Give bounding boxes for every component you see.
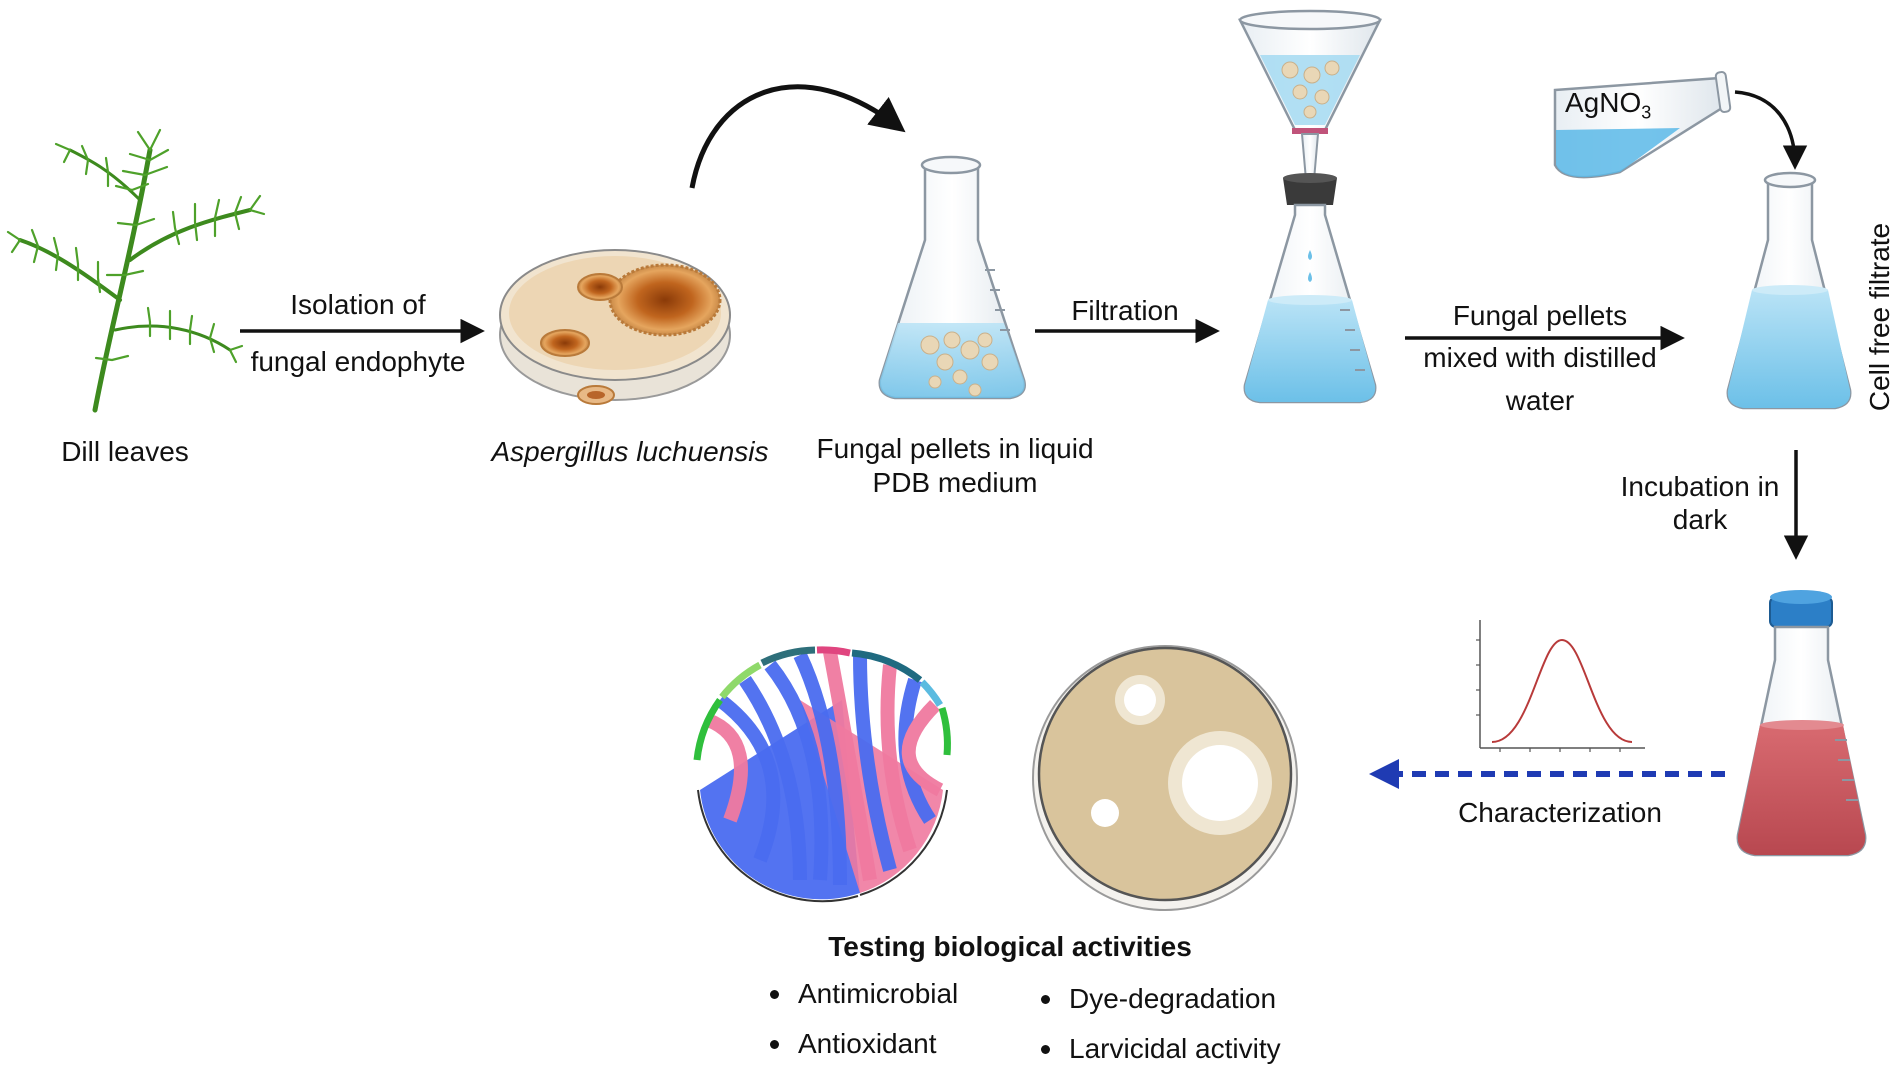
flask-pellets-icon <box>878 155 1026 400</box>
dill-leaves-icon <box>6 128 266 413</box>
incubation-label-line2: dark <box>1672 504 1728 535</box>
nanoparticle-flask-icon <box>1736 590 1867 857</box>
mixed-label-line2: mixed with distilled <box>1423 342 1657 373</box>
pour-arrow <box>1734 90 1808 170</box>
activity-item: Dye-degradation <box>1035 982 1281 1016</box>
species-label: Aspergillus luchuensis <box>491 436 769 467</box>
mixed-label-line1: Fungal pellets <box>1452 300 1628 331</box>
activity-item: Larvicidal activity <box>1035 1032 1281 1066</box>
pellets-label-line2: PDB medium <box>872 467 1038 498</box>
agno3-label: AgNO3 <box>1565 86 1675 130</box>
petri-dish-icon <box>499 249 731 405</box>
filtration-label: Filtration <box>1071 295 1179 326</box>
dill-label: Dill leaves <box>61 436 189 467</box>
agno3-text: AgNO <box>1565 87 1642 118</box>
filtration-funnel-icon <box>1237 9 1383 404</box>
activity-item: Antioxidant <box>764 1027 958 1061</box>
isolation-label-line1: Isolation of <box>290 289 426 320</box>
cell-free-label: Cell free filtrate <box>1864 222 1895 412</box>
mixed-label-line3: water <box>1505 385 1575 416</box>
testing-title: Testing biological activities <box>828 931 1192 962</box>
agno3-flask-icon <box>1553 71 1732 179</box>
uv-spectrum-icon <box>1476 620 1645 752</box>
activities-list-right: Dye-degradation Larvicidal activity <box>1035 982 1281 1066</box>
transfer-arrow <box>689 84 906 189</box>
incubation-label-line1: Incubation in <box>1620 471 1780 502</box>
isolation-label-line2: fungal endophyte <box>250 346 466 377</box>
activities-list-left: Antimicrobial Antioxidant <box>764 977 958 1061</box>
chord-diagram-icon <box>693 646 951 903</box>
inhibition-zone-plate-icon <box>1032 645 1298 911</box>
characterization-label: Characterization <box>1458 797 1662 828</box>
cell-free-flask-icon <box>1726 171 1852 410</box>
activity-item: Antimicrobial <box>764 977 958 1011</box>
agno3-subscript: 3 <box>1641 102 1652 123</box>
pellets-label-line1: Fungal pellets in liquid <box>816 433 1094 464</box>
